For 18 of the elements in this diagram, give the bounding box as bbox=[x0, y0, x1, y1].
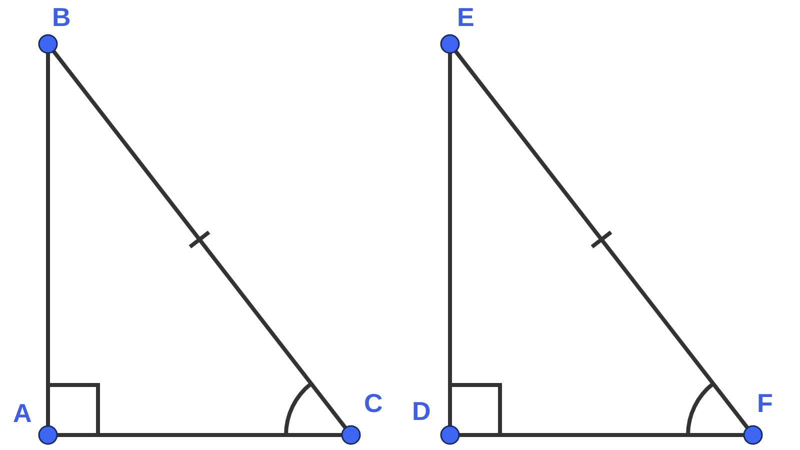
point-label: F bbox=[757, 390, 773, 416]
point-dot bbox=[38, 34, 58, 54]
point-label: E bbox=[457, 4, 474, 30]
point-dot bbox=[38, 425, 58, 445]
point-dot bbox=[341, 425, 361, 445]
point-dot bbox=[440, 34, 460, 54]
triangle-side bbox=[459, 433, 744, 437]
triangle-side bbox=[46, 53, 50, 426]
point-label: D bbox=[412, 398, 431, 424]
point-dot bbox=[743, 425, 763, 445]
point-label: B bbox=[52, 4, 71, 30]
triangle-side bbox=[57, 433, 342, 437]
triangle-side bbox=[454, 50, 750, 430]
triangle-side bbox=[52, 50, 348, 430]
triangle-side bbox=[448, 53, 452, 426]
point-label: A bbox=[13, 400, 32, 426]
point-label: C bbox=[364, 390, 383, 416]
point-dot bbox=[440, 425, 460, 445]
